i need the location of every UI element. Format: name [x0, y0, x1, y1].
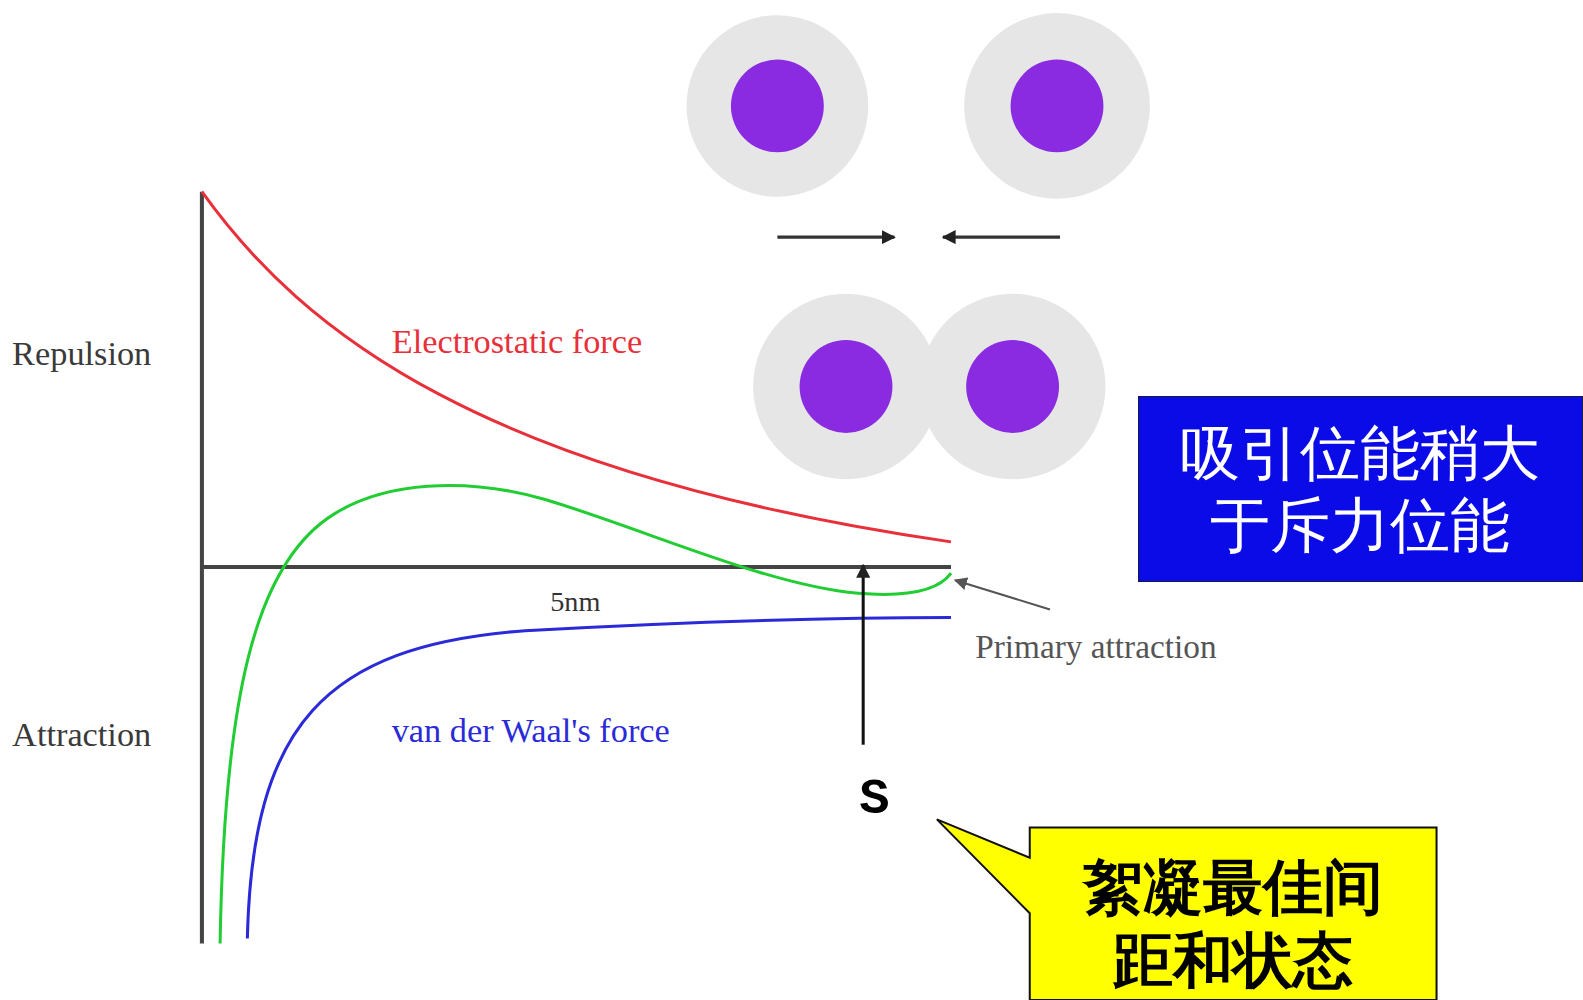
spacing-symbol: S	[859, 775, 889, 825]
approach-arrow	[777, 236, 894, 239]
curve-label: van der Waal's force	[392, 713, 670, 747]
van-der-waals-curve	[247, 618, 951, 939]
callout-box: 絮凝最佳间 距和状态	[1030, 828, 1437, 1000]
axis-label: Attraction	[12, 717, 151, 751]
electrostatic-curve	[202, 192, 951, 542]
leader-arrow	[955, 580, 1050, 609]
minimum-label: Primary attraction	[975, 630, 1216, 663]
distance-label: 5nm	[550, 588, 600, 616]
box-text: 絮凝最佳间 距和状态	[1050, 851, 1417, 997]
distance-axis	[202, 565, 951, 569]
particle-core	[800, 340, 893, 433]
box-text: 吸引位能稍大 于斥力位能	[1157, 417, 1564, 561]
spacing-arrow	[862, 565, 865, 745]
double-layer	[753, 294, 939, 480]
curve-label: Electrostatic force	[392, 324, 643, 358]
note-box: 吸引位能稍大 于斥力位能	[1138, 396, 1583, 582]
particle-core	[731, 60, 824, 153]
approach-arrow	[943, 236, 1060, 239]
axis-label: Repulsion	[12, 336, 151, 370]
double-layer	[964, 13, 1150, 199]
particle-core	[1011, 60, 1104, 153]
double-layer	[920, 294, 1106, 480]
callout-outline	[937, 819, 1437, 1000]
total-energy-curve	[220, 485, 951, 943]
double-layer	[687, 15, 869, 197]
particle-core	[966, 340, 1059, 433]
